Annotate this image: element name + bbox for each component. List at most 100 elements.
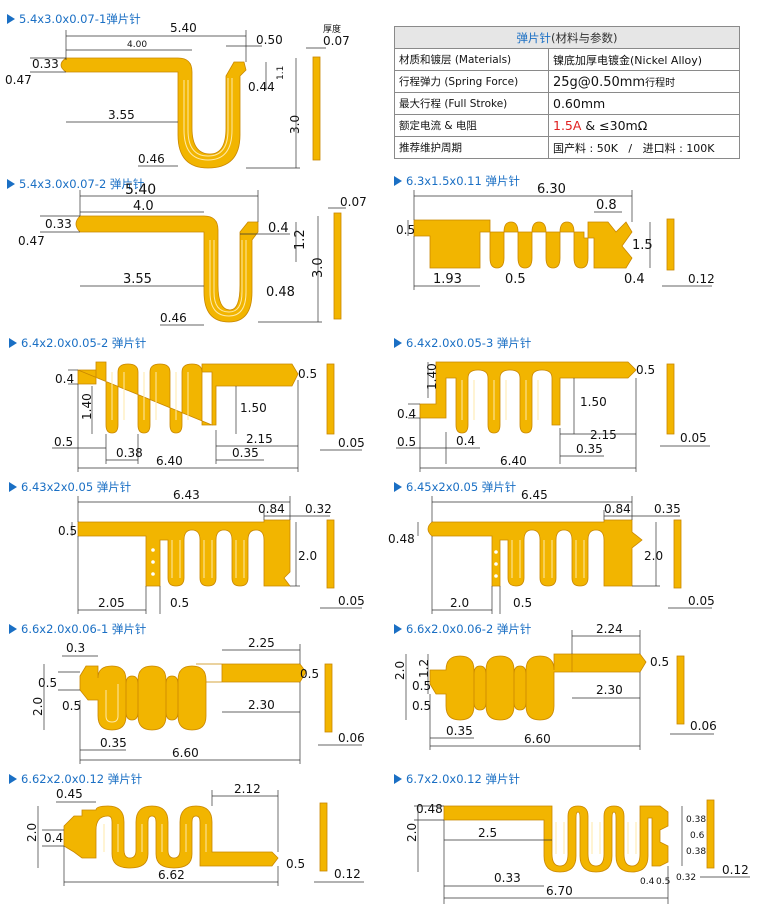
dim-h: 1.5 [632,238,653,253]
part-title: 6.43x2x0.05 弹片针 [21,480,131,494]
dim-e: 0.38 [116,446,143,460]
part-1: 5.4x3.0x0.07-1弹片针 5.40 4.00 0.50 厚度 0.07… [5,12,350,169]
dim-e: 2.05 [98,596,125,610]
dim-total: 6.62 [158,868,185,882]
dim-d: 0.5 [650,655,669,669]
title-arrow-icon [394,176,402,186]
dim-total: 6.70 [546,884,573,898]
side-view [326,363,335,435]
title-arrow-icon [9,624,17,634]
part-title: 6.3x1.5x0.11 弹片针 [406,174,520,188]
dim-a: 0.5 [58,524,77,538]
dim-w2: 0.35 [654,502,681,516]
dim-a: 0.5 [396,223,415,237]
dim-thick: 0.07 [340,195,367,209]
spring-pin-shape [419,361,637,434]
dim-total: 6.45 [521,488,548,502]
dim-f: 0.5 [513,596,532,610]
dim-e: 3.55 [123,272,152,287]
dim-total: 6.43 [173,488,200,502]
side-view [676,655,685,725]
dim-h: 2.0 [393,661,407,680]
dim-g3: 0.32 [676,873,696,883]
dim-w1: 0.4 [268,221,289,236]
dim-a: 0.45 [56,787,83,801]
dim-thick: 0.12 [334,867,361,881]
dim-w1: 0.8 [596,198,617,213]
dim-g: 2.15 [246,432,273,446]
title-arrow-icon [9,482,17,492]
dim-e: 0.4 [456,434,475,448]
dim-e: 2.5 [478,826,497,840]
dim-c: 1.2 [293,229,308,250]
dim-b: 0.47 [18,234,45,248]
part-title: 6.6x2.0x0.06-1 弹片针 [21,622,146,636]
dim-c: 1.40 [80,393,94,420]
dim-d: 0.5 [300,667,319,681]
spec-header-row: 弹片针(材料与参数) [394,26,740,49]
dim-h: 3.0 [311,257,326,278]
dim-a: 0.3 [66,641,85,655]
spec-value: 25g@0.50mm行程时 [548,70,740,93]
spec-key: 额定电流 & 电阻 [394,114,549,137]
dim-w1: 0.50 [256,33,283,47]
title-arrow-icon [9,338,17,348]
spec-key: 行程弹力 (Spring Force) [394,70,549,93]
spec-key: 最大行程 (Full Stroke) [394,92,549,115]
dim-w1: 0.84 [258,502,285,516]
dim-w1: 0.84 [604,502,631,516]
dim-total: 6.60 [524,732,551,746]
dim-g1: 0.4 [640,877,655,887]
dim-g: 2.15 [590,428,617,442]
spring-pin-shape [75,215,259,323]
thickness-label: 厚度 [323,23,341,35]
title-arrow-icon [7,14,15,24]
dim-s2: 0.6 [690,831,705,841]
spec-header: 弹片针(材料与参数) [394,26,740,49]
dim-g: 2.30 [248,698,275,712]
dim-d: 0.5 [54,435,73,449]
part-title: 6.45x2x0.05 弹片针 [406,480,516,494]
part-title: 6.6x2.0x0.06-2 弹片针 [406,622,531,636]
spec-key: 材质和镀层 (Materials) [394,48,549,71]
dim-h: 1.50 [240,401,267,415]
dim-h: 2.0 [405,823,419,842]
spec-row: 推荐维护周期 国产料 : 50K / 进口料 : 100K [394,136,740,159]
dim-f: 0.33 [494,871,521,885]
side-view [666,363,675,435]
dim-h: 2.0 [31,697,45,716]
dim-g2: 0.5 [656,877,670,887]
dim-c: 0.4 [44,831,63,845]
dim-thick: 0.05 [688,594,715,608]
dim-total: 5.40 [170,21,197,35]
spec-value: 镍底加厚电镀金(Nickel Alloy) [548,48,740,71]
part-title: 6.4x2.0x0.05-3 弹片针 [406,336,531,350]
spring-pin-shape [427,519,643,587]
dim-h: 1.50 [580,395,607,409]
dim-top: 4.00 [127,40,147,50]
part-9: 6.6x2.0x0.06-2 弹片针 2.0 1.2 0.5 0.5 2.24 … [393,622,717,750]
spring-pin-shape [443,805,669,873]
spec-value: 1.5A & ≤30mΩ [548,114,740,137]
spring-pin-shape [413,219,633,269]
dim-a: 0.48 [416,802,443,816]
dim-a: 0.48 [388,532,415,546]
spec-row: 最大行程 (Full Stroke) 0.60mm [394,92,740,115]
dim-s1: 0.38 [686,815,706,825]
spring-pin-shape [79,663,307,731]
dim-g: 2.30 [596,683,623,697]
dim-c: 0.4 [397,407,416,421]
dim-b: 0.5 [636,363,655,377]
dim-b: 0.47 [5,73,32,87]
part-2: 5.4x3.0x0.07-2 弹片针 5.40 4.0 0.07 0.4 0.3… [7,177,367,326]
dim-w1: 2.24 [596,622,623,636]
spring-pin-shape [60,57,247,169]
title-arrow-icon [9,774,17,784]
dim-e: 1.93 [433,272,462,287]
part-10: 6.62x2.0x0.12 弹片针 0.45 2.0 0.4 2.12 0.5 … [9,772,364,886]
dim-e: 2.0 [450,596,469,610]
title-arrow-icon [394,624,402,634]
dim-c: 0.44 [248,80,275,94]
